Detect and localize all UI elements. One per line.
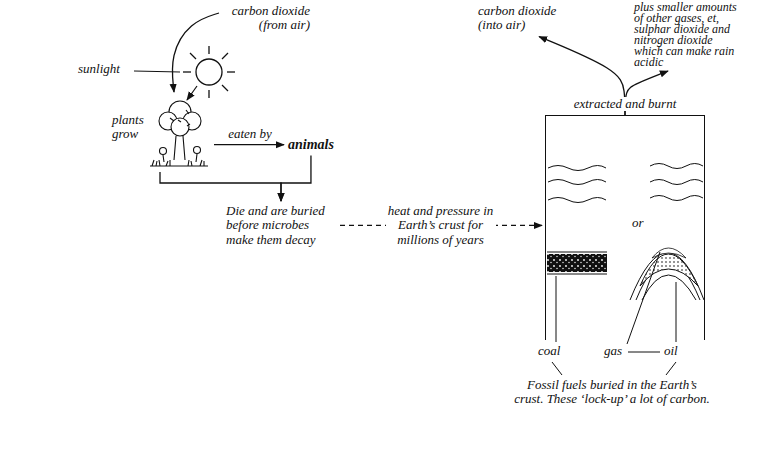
coal-leader	[556, 276, 557, 342]
sun-ray	[208, 90, 209, 98]
gas-cap	[652, 248, 686, 258]
node-text: plus smaller amounts of other gases, et,…	[634, 2, 742, 68]
caption-note: Fossil fuels buried in the Earth’s crust…	[512, 378, 712, 407]
sun-ray	[208, 46, 209, 54]
flow-arrow	[281, 155, 311, 201]
node-text: carbon dioxide (into air)	[478, 4, 572, 33]
sun-ray	[222, 53, 228, 59]
stratum	[650, 196, 703, 201]
sun-label: sunlight	[78, 62, 120, 76]
edge-label: heat and pressure in Earth’s crust for m…	[386, 204, 496, 247]
node-text: plants grow	[112, 113, 152, 142]
gas-leader	[627, 252, 660, 344]
output-node: carbon dioxide (into air)	[478, 4, 572, 33]
edge-label: extracted and burnt	[572, 97, 679, 111]
sun-ray	[227, 71, 235, 72]
stratum	[548, 180, 606, 185]
sun	[183, 46, 235, 98]
rock-strata	[547, 164, 704, 301]
connector-group	[160, 13, 668, 225]
foliage-detail	[170, 110, 190, 126]
oil-trap	[640, 254, 698, 286]
node-text: Die and are buried before microbes make …	[226, 204, 336, 247]
part-label: coal	[538, 344, 560, 358]
flower	[160, 148, 167, 155]
trunk	[174, 136, 185, 160]
coal-seam	[547, 254, 607, 272]
stem	[163, 154, 197, 162]
stratum	[548, 166, 606, 171]
leader-lines	[552, 252, 676, 375]
sun-ray	[183, 71, 191, 72]
flow-arrow	[160, 172, 281, 201]
sunlight-arrow	[187, 86, 197, 100]
oil-leader	[676, 282, 677, 342]
node-text: animals	[288, 137, 334, 152]
source-text-node: carbon dioxide (from air)	[222, 4, 310, 33]
flower	[194, 147, 201, 154]
animal-node: animals	[288, 137, 334, 152]
edge-label: eaten by	[226, 127, 274, 141]
anticline	[630, 253, 704, 301]
sun-ray	[222, 85, 228, 91]
flow-arrow	[214, 144, 284, 145]
part-label: oil	[664, 344, 678, 358]
plant	[150, 101, 208, 166]
node-text: carbon dioxide (from air)	[222, 4, 310, 33]
sun-disc	[196, 59, 222, 85]
burial-node: Die and are buried before microbes make …	[226, 204, 336, 247]
stratum	[548, 198, 606, 203]
flow-arrow	[172, 13, 219, 92]
stratum	[547, 274, 607, 275]
grass	[150, 160, 208, 166]
caption-leader	[666, 362, 676, 375]
fossil-box: or	[545, 115, 705, 340]
plant-node: plants grow	[112, 95, 212, 170]
sun-ray	[190, 53, 196, 59]
caption-leader	[552, 362, 562, 375]
stratum	[547, 252, 607, 253]
gas-output-node: plus smaller amounts of other gases, et,…	[634, 2, 742, 68]
stratum	[650, 180, 703, 185]
stratum	[650, 164, 703, 169]
node-text: or	[632, 216, 704, 230]
part-label: gas	[604, 344, 622, 358]
gas-oil-line	[628, 352, 660, 353]
